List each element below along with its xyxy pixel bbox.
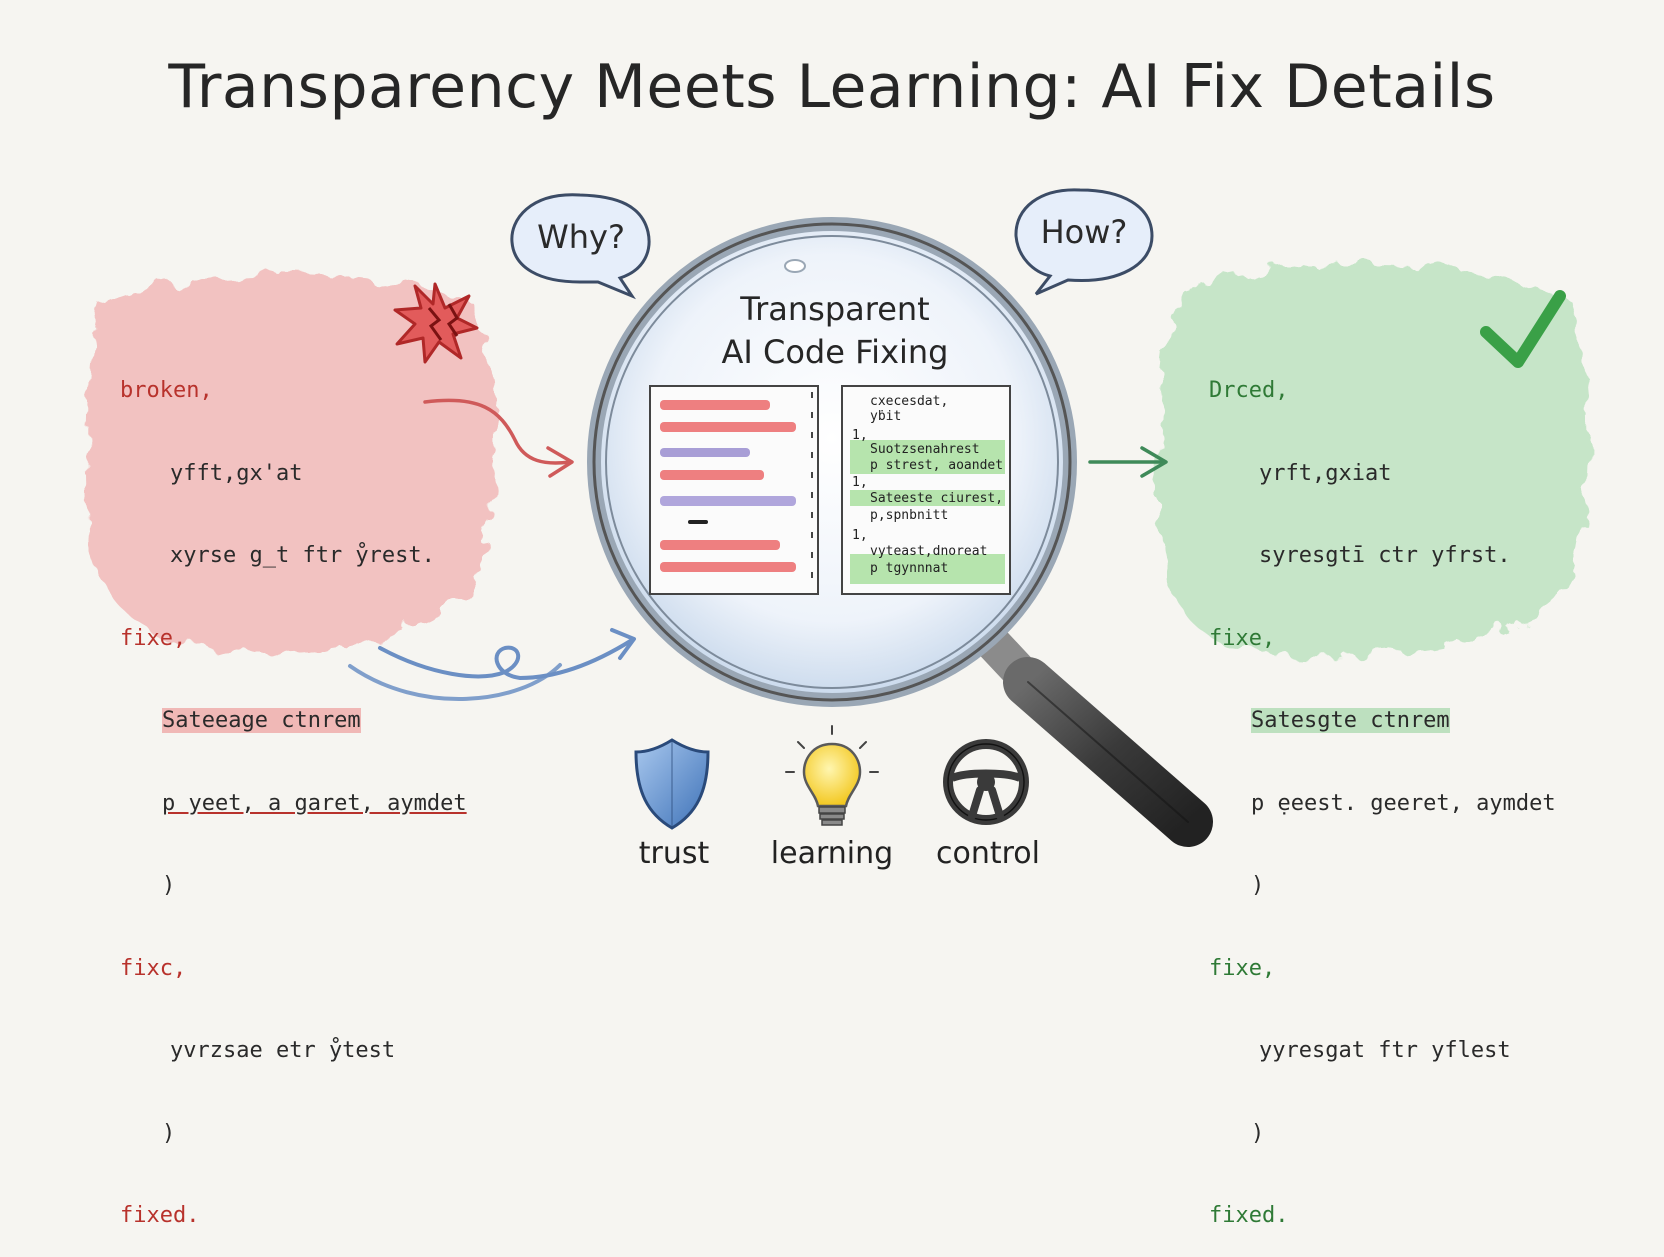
lens-code-line: p tgynnnat (870, 561, 949, 576)
learning-label: learning (770, 836, 894, 871)
broken-code-block: broken, yfft,gx'at xyrse g̲t ftr ẙrest. … (120, 322, 467, 1257)
code-line: yfft,gx'at (170, 460, 303, 486)
code-line: fixed. (1209, 1203, 1289, 1228)
red-arrow-to-lens (423, 398, 574, 478)
code-line: p ẹeest. geeret, aymdet (1251, 790, 1556, 816)
lens-title-line2: AI Code Fixing (721, 333, 949, 371)
code-line: Satesgte ctnrem (1251, 708, 1450, 733)
code-line: yrft,gxiat (1259, 460, 1392, 486)
why-bubble-label: Why? (537, 218, 625, 256)
code-line: p yeet, a garet, aymdet (162, 790, 467, 816)
lens-code-line: 1, (852, 475, 868, 490)
code-line: syresgtī ctr yfrst. (1259, 543, 1511, 568)
fixed-code-block: Drced, yrft,gxiat syresgtī ctr yfrst. fi… (1209, 322, 1556, 1257)
lens-code-line: p strest, aoandet (870, 458, 1004, 473)
lens-after-panel (841, 385, 1011, 595)
code-line: ) (162, 873, 176, 898)
lens-code-line: cxecesdat, (870, 394, 949, 409)
code-line: xyrse g̲t ftr ẙrest. (170, 543, 435, 568)
code-line: yyresgat ftr yflest (1259, 1038, 1511, 1063)
code-line: fixe, (1209, 955, 1276, 981)
lens-title: Transparent AI Code Fixing (640, 288, 1030, 374)
how-speech-bubble (1014, 188, 1154, 296)
lens-code-line: yḃit (870, 409, 902, 424)
lightbulb-icon (785, 725, 879, 826)
code-line: ) (1251, 1120, 1265, 1146)
lens-before-panel (649, 385, 819, 595)
shield-icon (634, 738, 710, 830)
error-burst-icon (393, 282, 479, 364)
code-line: Sateeage ctnrem (162, 708, 361, 733)
page-title: Transparency Meets Learning: AI Fix Deta… (168, 52, 1496, 122)
code-line: fixe, (120, 625, 187, 651)
steering-wheel-icon (943, 739, 1029, 825)
code-line: yvrzsae etr ẙtest (170, 1038, 396, 1063)
diagram-canvas (86, 188, 1590, 847)
lens-code-line: Sateeste ciurest, (870, 491, 1004, 506)
how-bubble-label: How? (1040, 213, 1128, 251)
success-checkmark-icon (1480, 290, 1566, 368)
blue-loop-arrow (348, 628, 636, 701)
code-line: fixe, (1209, 625, 1276, 651)
code-line: fixc, (120, 955, 187, 981)
fixed-code-green-wash (1157, 262, 1590, 657)
trust-label: trust (638, 836, 710, 871)
green-arrow-to-fixed (1088, 446, 1168, 478)
code-line: Drced, (1209, 378, 1289, 403)
lens-code-line: p,spnbnitt (870, 508, 949, 523)
code-line: fixed. (120, 1203, 200, 1228)
lens-code-line: vyteast,dnoreat (870, 544, 988, 559)
lens-code-line: 1, (852, 428, 868, 443)
why-speech-bubble (510, 193, 651, 300)
magnifier-handle (972, 622, 1213, 847)
control-label: control (936, 836, 1040, 871)
lens-code-line: 1, (852, 528, 868, 543)
code-line: broken, (120, 378, 213, 403)
code-line: ) (162, 1120, 176, 1146)
broken-code-red-wash (86, 274, 497, 652)
lens-code-line: Suotzsenahrest (870, 442, 980, 457)
code-line: ) (1251, 873, 1265, 898)
lens-title-line1: Transparent (740, 290, 930, 328)
